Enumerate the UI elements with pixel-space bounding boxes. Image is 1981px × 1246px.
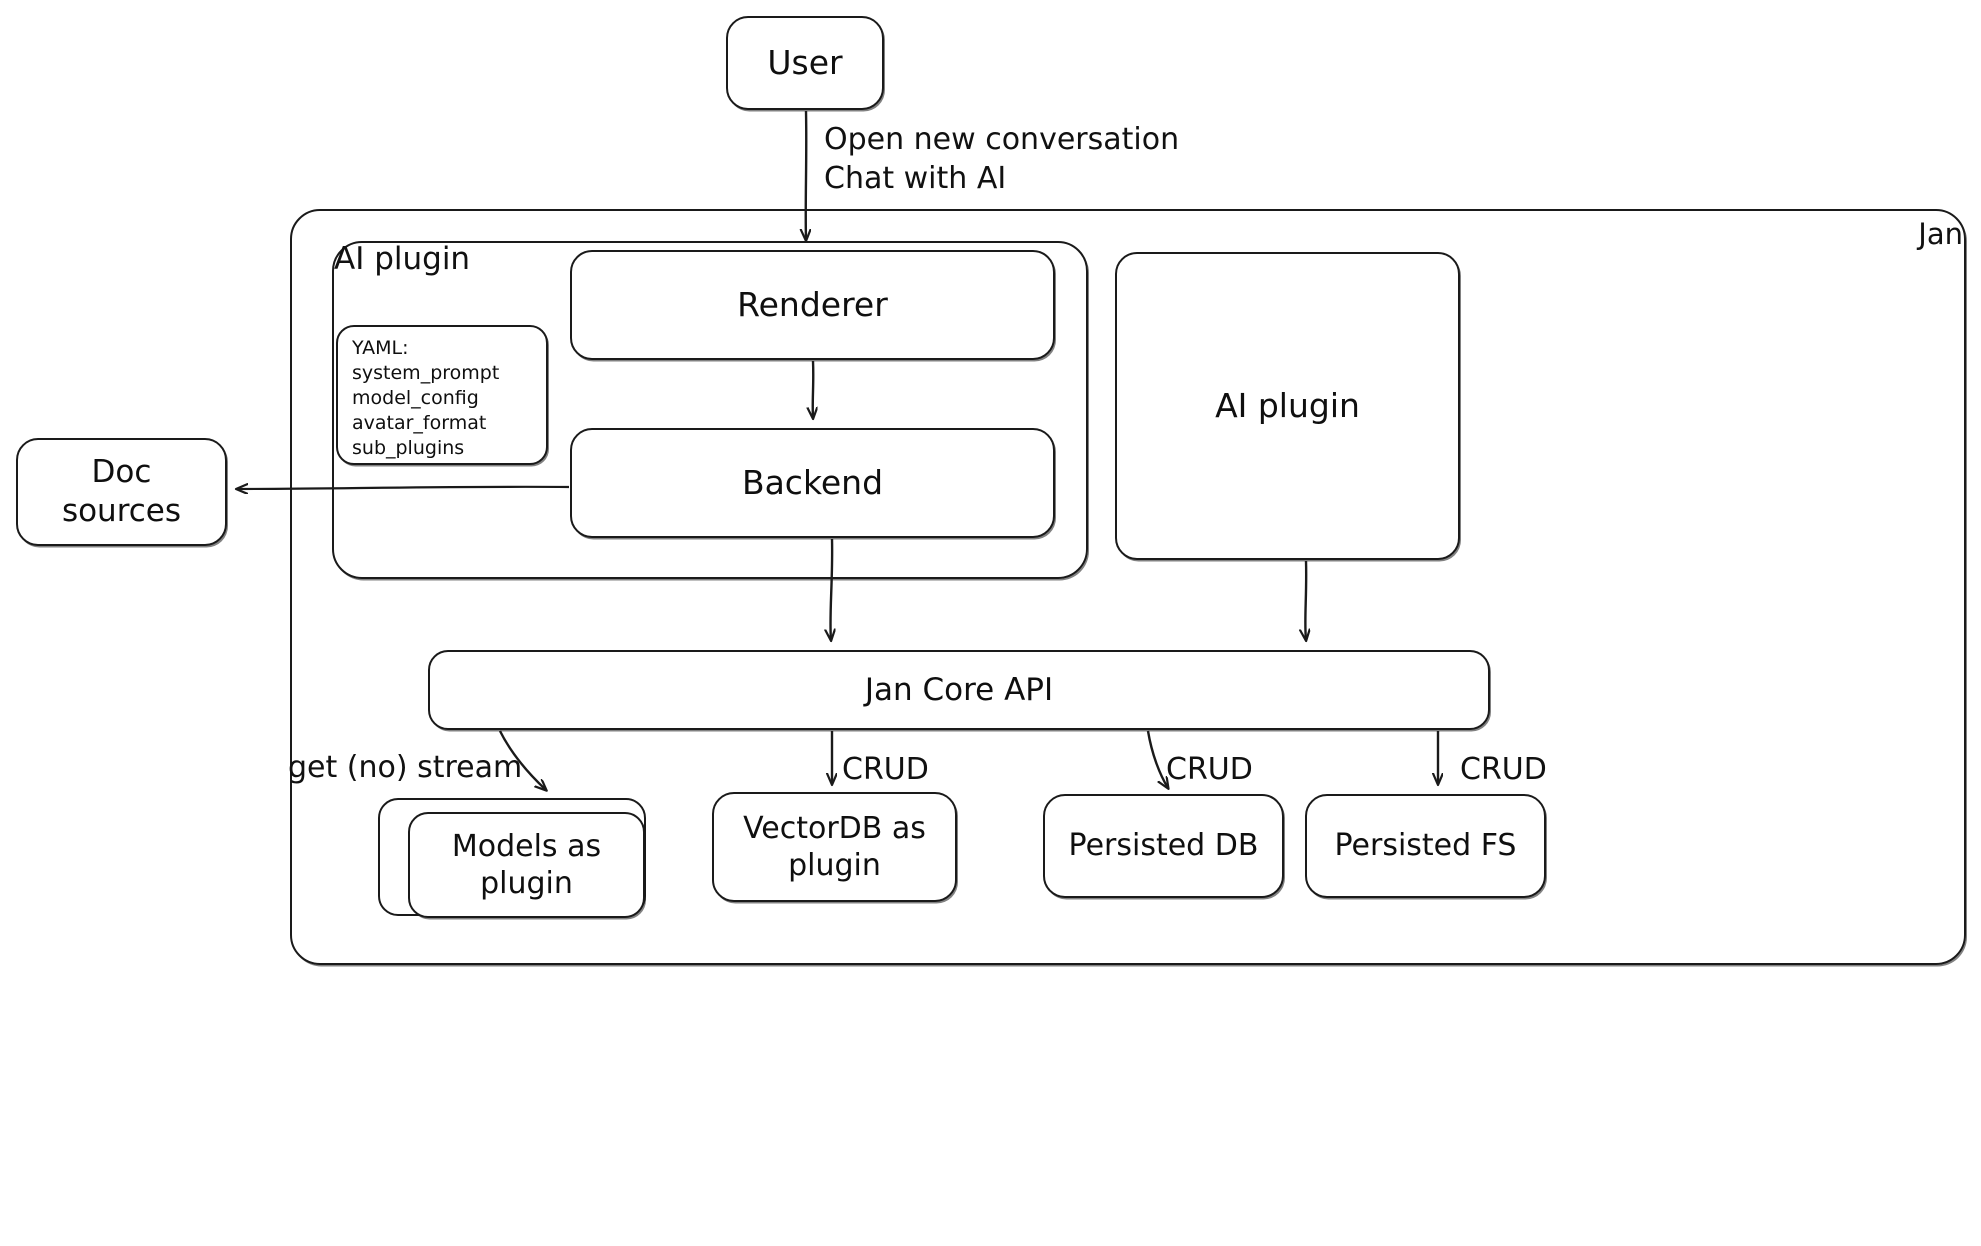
node-backend-label: Backend [741, 463, 884, 503]
node-doc-sources-label: Doc sources [61, 454, 182, 529]
node-backend[interactable]: Backend [570, 428, 1055, 538]
node-yaml-config-label: YAML: system_prompt model_config avatar_… [352, 337, 500, 460]
node-vectordb-as-plugin-label: VectorDB as plugin [743, 810, 926, 884]
node-vectordb-as-plugin[interactable]: VectorDB as plugin [712, 792, 957, 902]
node-jan-core-api-label: Jan Core API [864, 671, 1054, 708]
node-persisted-db[interactable]: Persisted DB [1043, 794, 1284, 898]
node-ai-plugin[interactable]: AI plugin [1115, 252, 1460, 560]
node-ai-plugin-label: AI plugin [1215, 386, 1360, 426]
node-renderer[interactable]: Renderer [570, 250, 1055, 360]
edge-label-crud-persisted-fs: CRUD [1460, 752, 1547, 787]
ai-plugin-group-label: AI plugin [334, 241, 471, 277]
edge-label-crud-persisted-db: CRUD [1166, 752, 1253, 787]
node-jan-core-api[interactable]: Jan Core API [428, 650, 1490, 730]
node-models-as-plugin[interactable]: Models as plugin [408, 812, 645, 918]
node-persisted-db-label: Persisted DB [1068, 828, 1259, 864]
edge-label-get-no-stream: get (no) stream [288, 750, 523, 785]
node-doc-sources[interactable]: Doc sources [16, 438, 227, 546]
node-user[interactable]: User [726, 16, 884, 110]
edge-label-crud-vectordb: CRUD [842, 752, 929, 787]
node-persisted-fs-label: Persisted FS [1334, 828, 1517, 864]
node-user-label: User [767, 43, 843, 83]
ai-plugin-group-container [332, 241, 1088, 579]
jan-container-label: Jan [1918, 217, 1963, 251]
edge-label-open-new-conversation: Open new conversation Chat with AI [824, 122, 1180, 196]
node-yaml-config-note[interactable]: YAML: system_prompt model_config avatar_… [336, 325, 548, 465]
node-models-as-plugin-label: Models as plugin [451, 828, 602, 902]
jan-container [290, 209, 1966, 965]
node-renderer-label: Renderer [737, 285, 888, 325]
node-persisted-fs[interactable]: Persisted FS [1305, 794, 1546, 898]
